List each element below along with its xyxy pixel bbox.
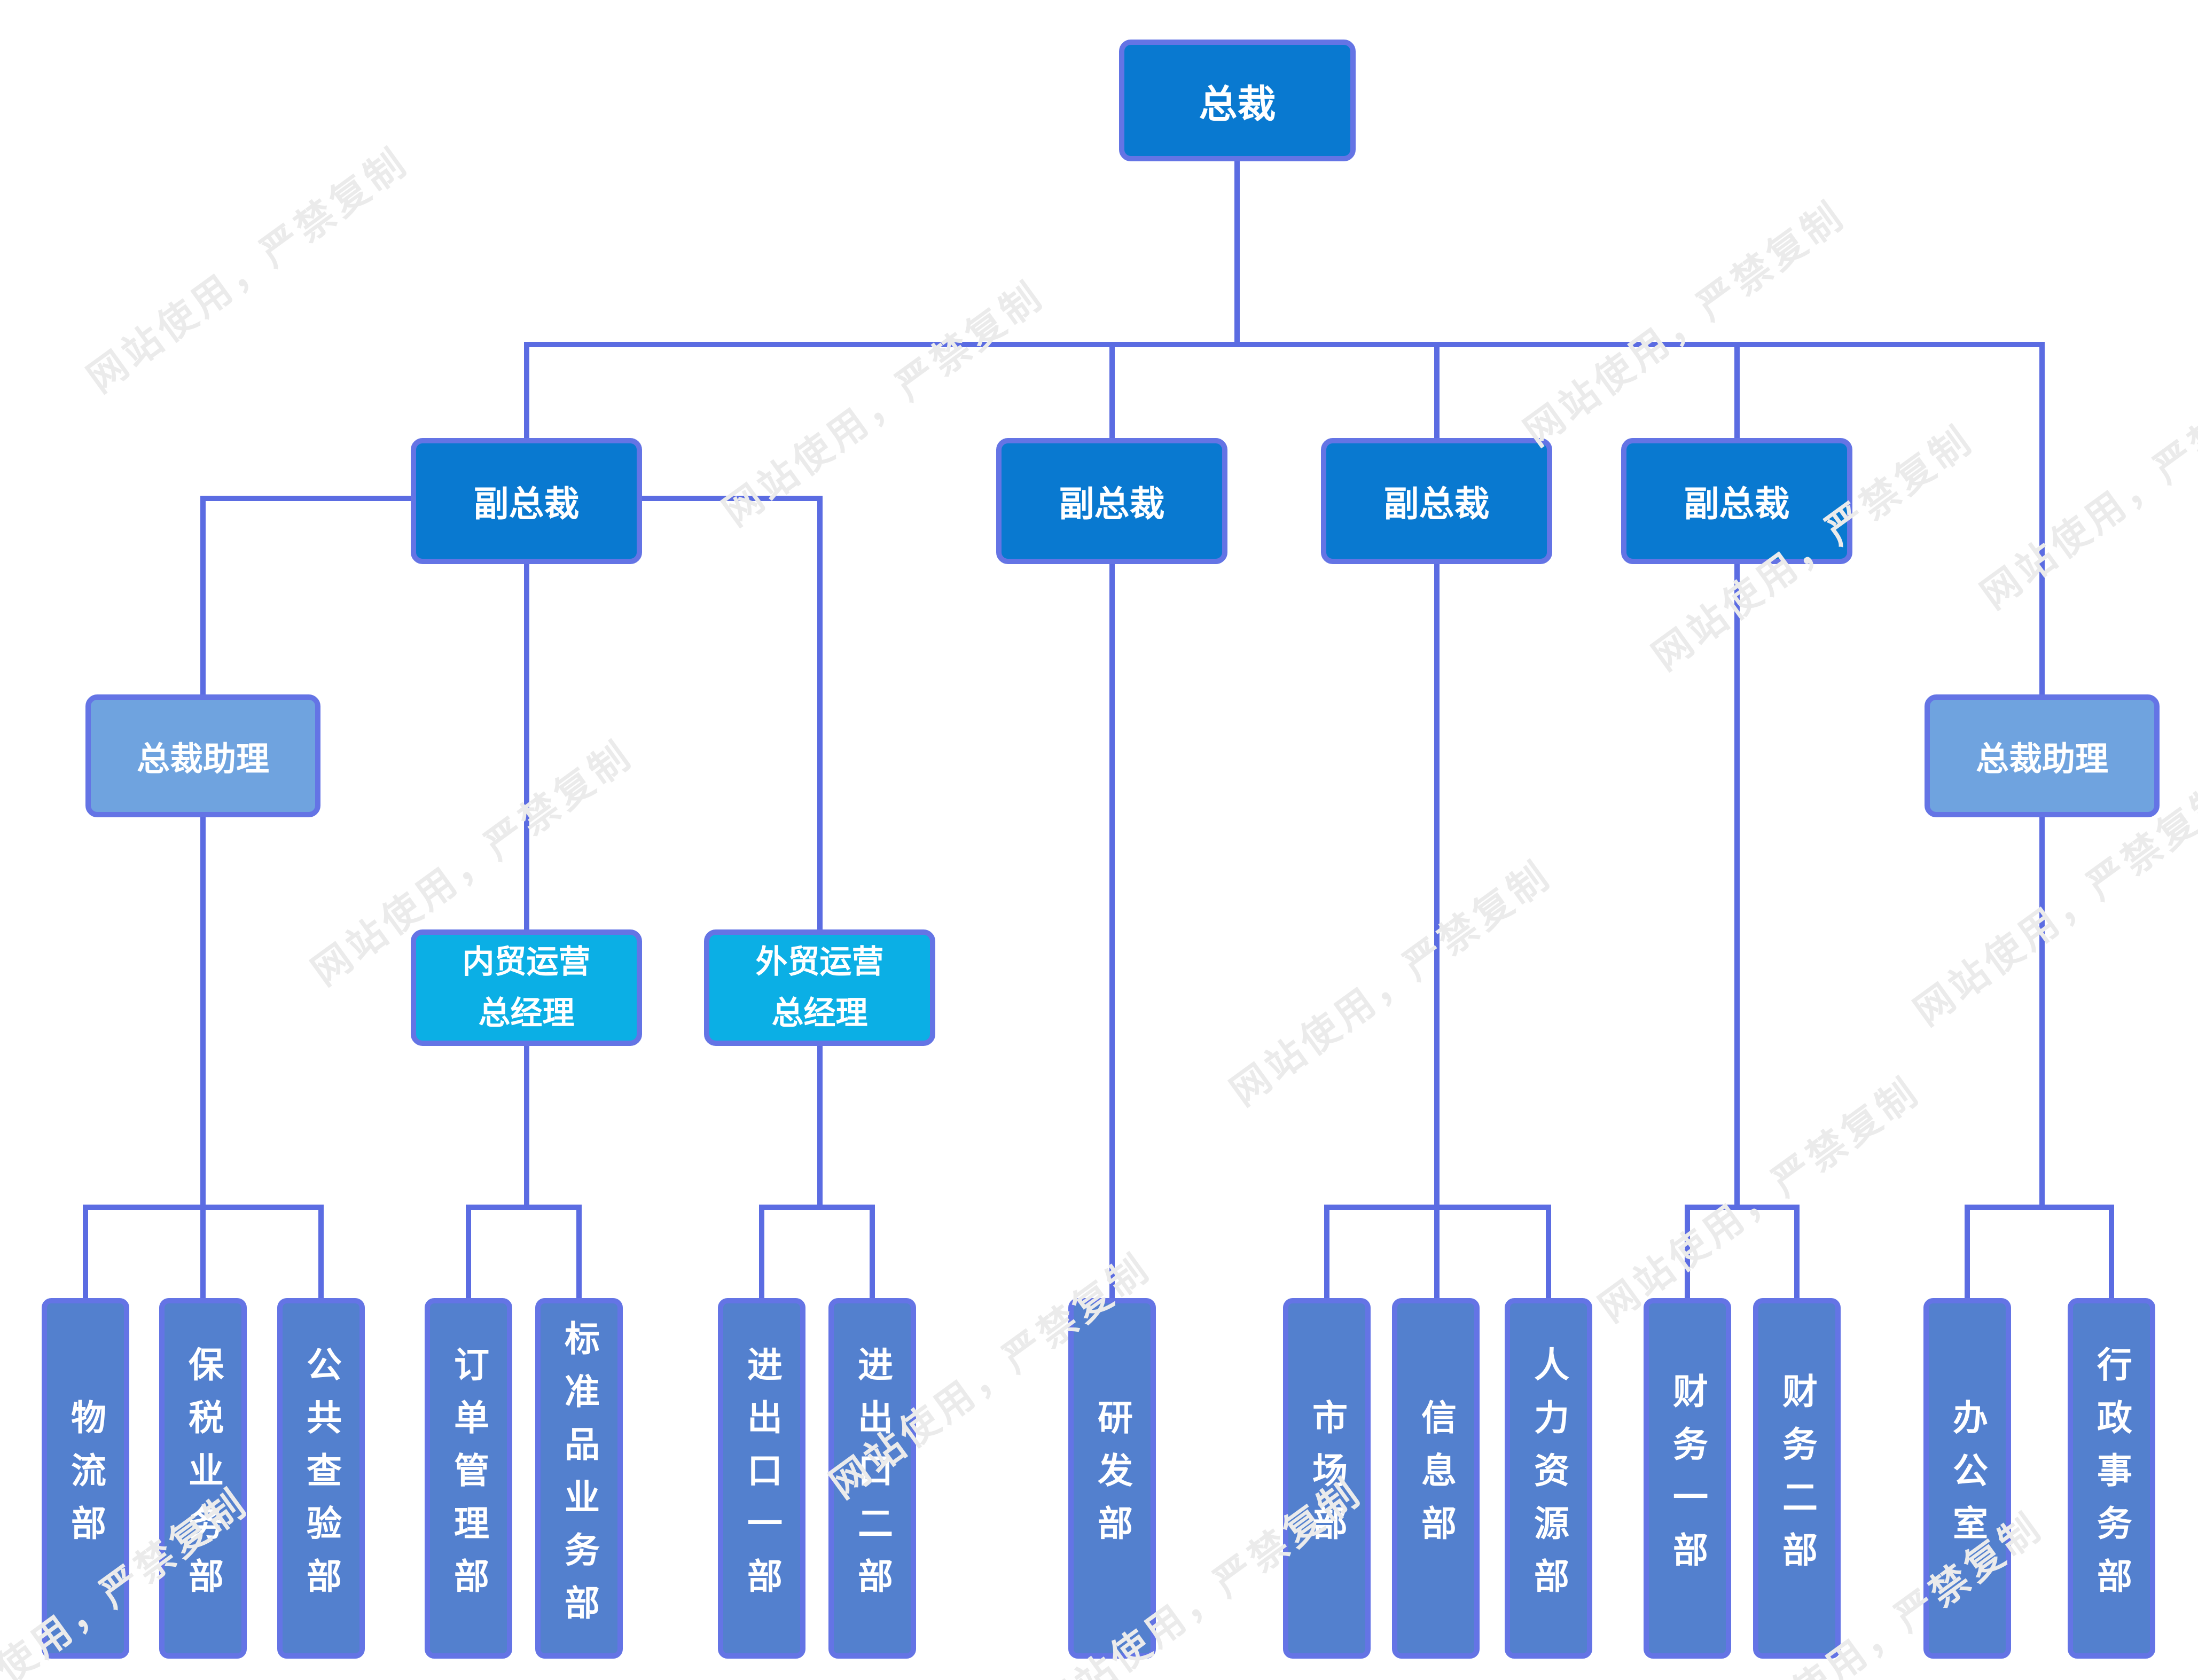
node-gm-domestic-trade[interactable]: 内贸运营 总经理 — [411, 929, 642, 1046]
connector — [466, 1207, 471, 1301]
node-label: 副总裁 — [1059, 483, 1165, 525]
node-label: 研发部 — [1092, 1399, 1133, 1558]
connector — [1109, 345, 1115, 441]
node-dept-office[interactable]: 办公室 — [1923, 1298, 2011, 1659]
node-label: 外贸运营 总经理 — [755, 943, 884, 1032]
node-label: 副总裁 — [1684, 483, 1790, 525]
node-dept-import-export-2[interactable]: 进出口二部 — [828, 1298, 916, 1659]
node-label: 进出口二部 — [852, 1346, 893, 1611]
node-label: 副总裁 — [473, 483, 580, 525]
watermark-text: 网站使用，严禁复制 — [1972, 355, 2198, 618]
connector — [1685, 1207, 1690, 1301]
node-ceo[interactable]: 总裁 — [1119, 40, 1356, 161]
connector — [2039, 345, 2045, 697]
connector — [200, 815, 206, 1207]
connector — [1324, 1207, 1329, 1301]
connector — [1685, 1205, 1800, 1210]
connector — [817, 1043, 823, 1207]
connector — [524, 1043, 529, 1207]
node-label: 物流部 — [65, 1399, 106, 1558]
connector — [639, 496, 823, 501]
connector — [200, 496, 206, 697]
connector — [1234, 160, 1240, 347]
connector — [2109, 1207, 2114, 1301]
node-label: 总裁助理 — [1975, 739, 2108, 778]
node-dept-rnd[interactable]: 研发部 — [1068, 1298, 1156, 1659]
node-dept-finance-1[interactable]: 财务一部 — [1644, 1298, 1731, 1659]
connector — [524, 561, 529, 932]
connector — [200, 1207, 206, 1301]
node-label: 信息部 — [1415, 1399, 1457, 1558]
node-vp-3[interactable]: 副总裁 — [1321, 438, 1552, 564]
node-label: 进出口一部 — [741, 1346, 783, 1611]
node-dept-information[interactable]: 信息部 — [1392, 1298, 1480, 1659]
node-dept-finance-2[interactable]: 财务二部 — [1753, 1298, 1841, 1659]
watermark-text: 网站使用，严禁复制 — [1590, 1068, 1928, 1331]
node-label: 财务一部 — [1667, 1372, 1708, 1584]
node-label: 财务二部 — [1777, 1372, 1818, 1584]
connector — [83, 1207, 88, 1301]
node-dept-public-inspection[interactable]: 公共查验部 — [277, 1298, 365, 1659]
connector — [759, 1207, 764, 1301]
node-vp-4[interactable]: 副总裁 — [1621, 438, 1852, 564]
node-label: 保税业务部 — [183, 1346, 224, 1611]
connector — [576, 1207, 582, 1301]
node-label: 内贸运营 总经理 — [462, 943, 591, 1032]
node-label: 总裁 — [1199, 81, 1276, 127]
connector — [1434, 1207, 1440, 1301]
connector — [1734, 345, 1740, 441]
connector — [1109, 561, 1115, 1301]
connector — [524, 342, 2045, 347]
connector — [2039, 815, 2045, 1207]
node-gm-foreign-trade[interactable]: 外贸运营 总经理 — [704, 929, 935, 1046]
connector — [1434, 345, 1440, 441]
node-dept-human-resources[interactable]: 人力资源部 — [1505, 1298, 1592, 1659]
node-dept-admin-affairs[interactable]: 行政事务部 — [2068, 1298, 2155, 1659]
node-label: 公共查验部 — [301, 1346, 342, 1611]
node-label: 订单管理部 — [448, 1346, 489, 1611]
node-dept-import-export-1[interactable]: 进出口一部 — [718, 1298, 805, 1659]
connector — [524, 345, 529, 441]
connector — [870, 1207, 875, 1301]
connector — [1965, 1207, 1970, 1301]
connector — [1794, 1207, 1800, 1301]
connector — [1734, 561, 1740, 1207]
node-dept-order-management[interactable]: 订单管理部 — [425, 1298, 512, 1659]
node-label: 副总裁 — [1383, 483, 1490, 525]
connector — [466, 1205, 582, 1210]
node-vp-2[interactable]: 副总裁 — [996, 438, 1227, 564]
connector — [1965, 1205, 2114, 1210]
connector — [203, 496, 413, 501]
node-label: 人力资源部 — [1528, 1346, 1569, 1611]
node-label: 总裁助理 — [136, 739, 269, 778]
node-label: 市场部 — [1307, 1399, 1348, 1558]
connector — [1434, 561, 1440, 1207]
node-label: 行政事务部 — [2091, 1346, 2132, 1611]
node-assistant-left[interactable]: 总裁助理 — [85, 694, 320, 817]
connector — [817, 498, 823, 932]
node-dept-standard-products[interactable]: 标准品业务部 — [535, 1298, 623, 1659]
watermark-text: 网站使用，严禁复制 — [1222, 851, 1560, 1114]
connector — [1546, 1207, 1551, 1301]
connector — [759, 1205, 875, 1210]
node-assistant-right[interactable]: 总裁助理 — [1925, 694, 2160, 817]
node-dept-logistics[interactable]: 物流部 — [42, 1298, 129, 1659]
node-vp-1[interactable]: 副总裁 — [411, 438, 642, 564]
connector — [318, 1207, 324, 1301]
node-dept-bonded-business[interactable]: 保税业务部 — [159, 1298, 247, 1659]
watermark-text: 网站使用，严禁复制 — [79, 138, 417, 401]
node-label: 办公室 — [1947, 1399, 1988, 1558]
node-label: 标准品业务部 — [559, 1319, 600, 1637]
watermark-text: 网站使用，严禁复制 — [1515, 192, 1853, 455]
node-dept-marketing[interactable]: 市场部 — [1283, 1298, 1371, 1659]
